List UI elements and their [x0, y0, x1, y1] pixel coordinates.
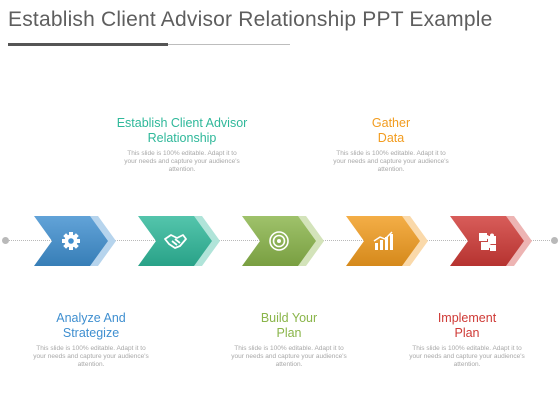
step-description-line: This slide is 100% editable. Adapt it to — [412, 345, 522, 352]
title-underline-extension — [168, 44, 290, 45]
handshake-icon — [138, 216, 212, 266]
step-title-line: Build Your — [260, 311, 318, 325]
gear-icon — [34, 216, 108, 266]
step-title-line: Analyze And — [56, 311, 126, 325]
process-step-arrow — [242, 216, 324, 266]
process-step-arrow — [450, 216, 532, 266]
step-title-line: Establish Client Advisor — [116, 116, 248, 130]
step-description-line: your needs and capture your audience's — [33, 353, 149, 360]
step-description-line: your needs and capture your audience's — [231, 353, 347, 360]
step-title-line: Relationship — [147, 131, 217, 145]
step-description-line: attention. — [377, 166, 405, 173]
step-description-line: attention. — [275, 361, 303, 368]
step-description-line: This slide is 100% editable. Adapt it to — [127, 150, 237, 157]
title-underline — [8, 43, 168, 46]
step-description-line: This slide is 100% editable. Adapt it to — [336, 150, 446, 157]
step-title-line: Plan — [454, 326, 480, 340]
step-description-line: This slide is 100% editable. Adapt it to — [36, 345, 146, 352]
step-description: This slide is 100% editable. Adapt it to… — [21, 345, 161, 369]
step-description-line: your needs and capture your audience's — [124, 158, 240, 165]
timeline-end-dot — [551, 237, 558, 244]
bar-chart-icon — [346, 216, 420, 266]
step-description: This slide is 100% editable. Adapt it to… — [397, 345, 537, 369]
step-title-line: Plan — [276, 326, 302, 340]
process-step-arrow — [34, 216, 116, 266]
step-description-line: attention. — [453, 361, 481, 368]
step-description-line: attention. — [77, 361, 105, 368]
puzzle-icon — [450, 216, 524, 266]
step-description-line: attention. — [168, 166, 196, 173]
step-description-line: your needs and capture your audience's — [333, 158, 449, 165]
step-description-line: your needs and capture your audience's — [409, 353, 525, 360]
step-description: This slide is 100% editable. Adapt it to… — [321, 150, 461, 174]
target-icon — [242, 216, 316, 266]
process-step-arrow — [346, 216, 428, 266]
step-title-line: Gather — [371, 116, 411, 130]
step-title-line: Data — [377, 131, 405, 145]
step-title-line: Implement — [437, 311, 497, 325]
slide-title: Establish Client Advisor Relationship PP… — [8, 8, 493, 31]
timeline-start-dot — [2, 237, 9, 244]
process-step-arrow — [138, 216, 220, 266]
step-description: This slide is 100% editable. Adapt it to… — [219, 345, 359, 369]
step-description-line: This slide is 100% editable. Adapt it to — [234, 345, 344, 352]
step-title-line: Strategize — [62, 326, 120, 340]
step-description: This slide is 100% editable. Adapt it to… — [112, 150, 252, 174]
